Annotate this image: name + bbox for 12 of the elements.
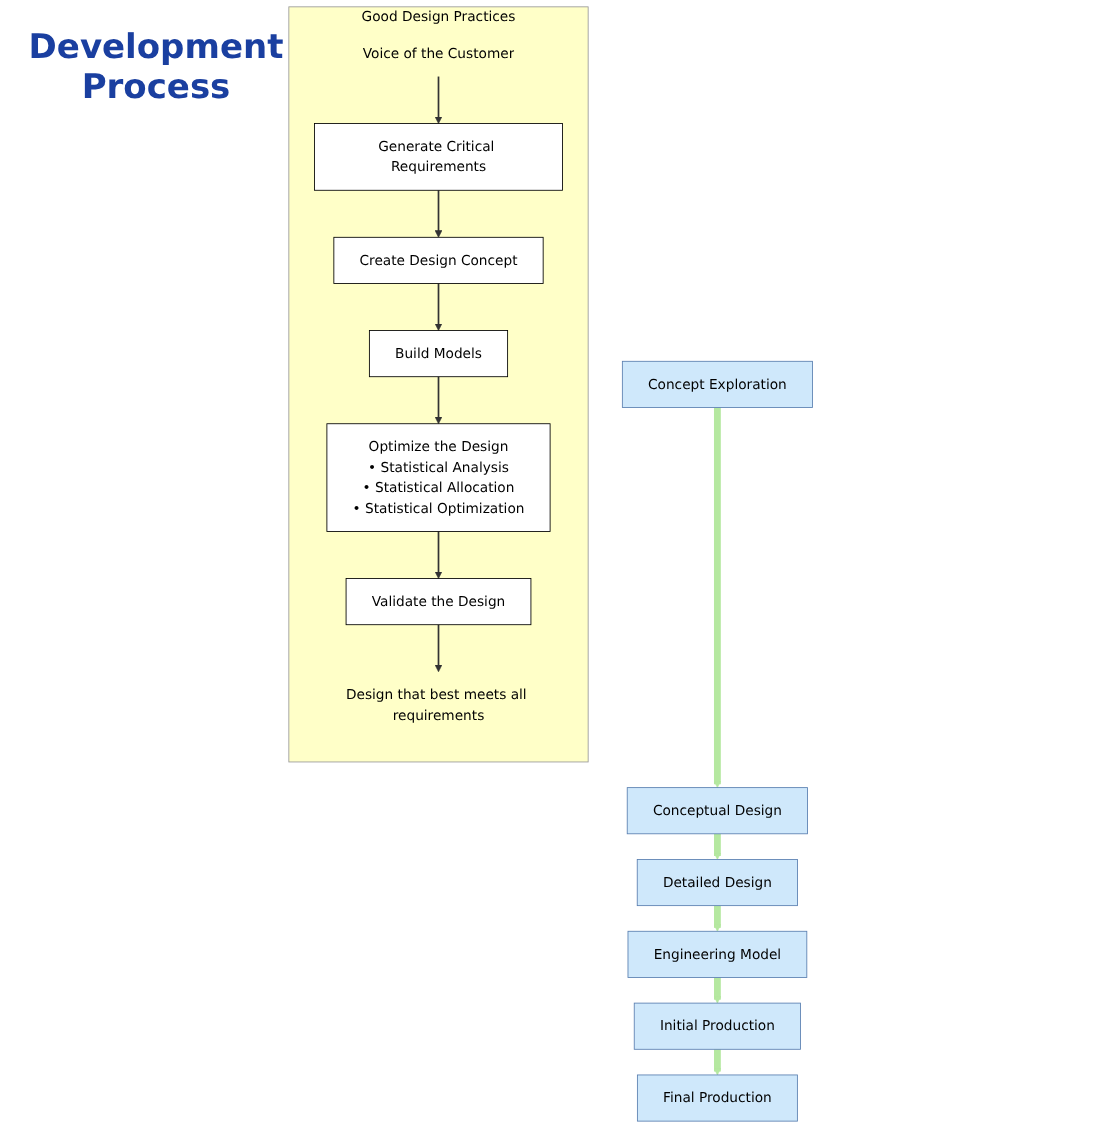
- arrow: [435, 75, 443, 124]
- arrow: [714, 407, 722, 788]
- column-heading: Development Process: [26, 28, 286, 108]
- arrow: [714, 976, 722, 1004]
- arrow: [714, 904, 722, 932]
- arrow: [714, 1048, 722, 1076]
- arrow: [435, 282, 443, 331]
- arrow: [435, 623, 443, 673]
- arrow: [714, 832, 722, 860]
- arrow: [435, 375, 443, 425]
- arrow: [435, 530, 443, 579]
- arrow: [435, 189, 443, 238]
